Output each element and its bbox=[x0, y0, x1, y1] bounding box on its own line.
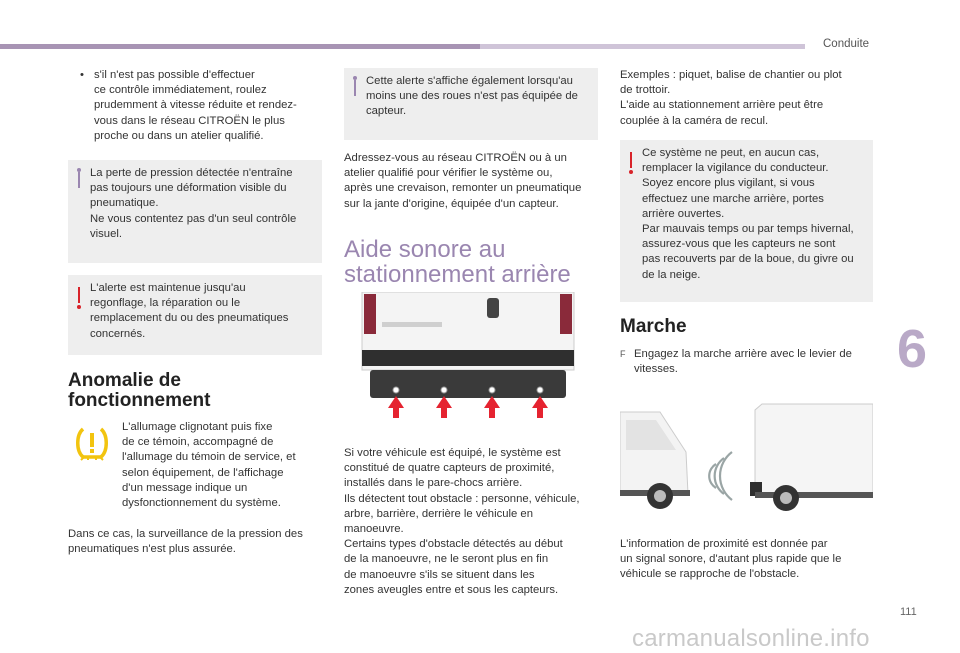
paragraph: Adressez-vous au réseau CITROËN ou à un … bbox=[344, 151, 604, 212]
page-number: 111 bbox=[900, 606, 917, 618]
text-line: concernés. bbox=[90, 327, 146, 340]
bullet-item: • s'il n'est pas possible d'effectuer ce… bbox=[80, 68, 330, 144]
text-line: manoeuvre. bbox=[344, 523, 404, 536]
text-line: pneumatique. bbox=[90, 197, 159, 210]
text-line: dysfonctionnement du système. bbox=[122, 497, 281, 510]
text-line: ce contrôle immédiatement, roulez bbox=[94, 84, 267, 97]
text-line: Ne vous contentez pas d'un seul contrôle bbox=[90, 212, 297, 225]
vans-proximity-illustration bbox=[620, 402, 873, 524]
bullet-mark: • bbox=[80, 69, 84, 81]
text-line: regonflage, la réparation ou le bbox=[90, 297, 241, 310]
text-line: Ils détectent tout obstacle : personne, … bbox=[344, 492, 580, 505]
warning-icon-dot bbox=[77, 305, 81, 309]
text-line: s'il n'est pas possible d'effectuer bbox=[94, 69, 255, 81]
text-line: capteur. bbox=[366, 105, 407, 118]
text-line: constitué de quatre capteurs de proximit… bbox=[344, 462, 555, 475]
text-line: proche ou dans un atelier qualifié. bbox=[94, 129, 264, 142]
warning-icon-dot bbox=[629, 170, 633, 174]
info-icon-dot bbox=[77, 168, 81, 172]
text-line: Exemples : piquet, balise de chantier ou… bbox=[620, 69, 842, 81]
step-item: F Engagez la marche arrière avec le levi… bbox=[620, 347, 880, 377]
warning-icon bbox=[630, 152, 632, 168]
info-box: La perte de pression détectée n'entraîne… bbox=[68, 160, 322, 263]
text-line: zones aveugles entre et sous les capteur… bbox=[344, 583, 559, 596]
text-line: selon équipement, de l'affichage bbox=[122, 466, 284, 479]
text-line: après une crevaison, remonter un pneumat… bbox=[344, 182, 582, 195]
text-line: de ce témoin, accompagné de bbox=[122, 436, 274, 449]
text-line: de manoeuvre s'ils se situent dans les bbox=[344, 568, 535, 581]
info-icon bbox=[354, 80, 356, 96]
text-line: L'aide au stationnement arrière peut êtr… bbox=[620, 99, 824, 112]
text-line: Engagez la marche arrière avec le levier… bbox=[634, 348, 852, 360]
text-line: de la neige. bbox=[642, 268, 701, 281]
heading-line: Anomalie de bbox=[68, 370, 181, 391]
heading-line: fonctionnement bbox=[68, 390, 211, 411]
text-line: pas recouverts par de la boue, du givre … bbox=[642, 253, 854, 266]
text-line: moins une des roues n'est pas équipée de bbox=[366, 90, 578, 103]
step-arrow-icon: F bbox=[620, 349, 626, 359]
closing-paragraph: L'information de proximité est donnée pa… bbox=[620, 537, 880, 583]
system-description: Si votre véhicule est équipé, le système… bbox=[344, 446, 604, 598]
header-accent-bar-light bbox=[480, 44, 805, 49]
text-line: Si votre véhicule est équipé, le système… bbox=[344, 447, 561, 459]
text-line: arbre, barrière, derrière le véhicule en bbox=[344, 507, 534, 520]
warning-box: Ce système ne peut, en aucun cas, rempla… bbox=[620, 140, 873, 302]
text-line: sur la jante d'origine, équipée d'un cap… bbox=[344, 197, 559, 210]
text-line: La perte de pression détectée n'entraîne bbox=[90, 167, 293, 179]
text-line: atelier qualifié pour vérifier le systèm… bbox=[344, 167, 553, 180]
text-line: L'alerte est maintenue jusqu'au bbox=[90, 282, 246, 294]
text-line: remplacement du ou des pneumatiques bbox=[90, 312, 289, 325]
chapter-number: 6 bbox=[897, 319, 928, 379]
text-line: un signal sonore, d'autant plus rapide q… bbox=[620, 553, 842, 566]
warning-box: L'alerte est maintenue jusqu'au regonfla… bbox=[68, 275, 322, 355]
text-line: Soyez encore plus vigilant, si vous bbox=[642, 177, 815, 190]
closing-paragraph: Dans ce cas, la surveillance de la press… bbox=[68, 527, 328, 557]
section-heading: Aide sonore au stationnement arrière bbox=[344, 237, 571, 287]
text-line: L'allumage clignotant puis fixe bbox=[122, 421, 273, 433]
text-line: l'allumage du témoin de service, et bbox=[122, 451, 296, 464]
text-line: L'information de proximité est donnée pa… bbox=[620, 538, 828, 550]
warning-icon bbox=[78, 287, 80, 303]
text-line: véhicule se rapproche de l'obstacle. bbox=[620, 568, 800, 581]
text-line: Par mauvais temps ou par temps hivernal, bbox=[642, 223, 854, 236]
text-line: remplacer la vigilance du conducteur. bbox=[642, 162, 829, 175]
section-heading: Marche bbox=[620, 316, 687, 337]
text-line: assurez-vous que les capteurs ne sont bbox=[642, 238, 836, 251]
watermark: carmanualsonline.info bbox=[632, 625, 870, 652]
examples-paragraph: Exemples : piquet, balise de chantier ou… bbox=[620, 68, 880, 129]
header-accent-bar bbox=[0, 44, 480, 49]
text-line: arrière ouvertes. bbox=[642, 207, 725, 220]
text-line: vitesses. bbox=[634, 363, 678, 376]
text-line: d'un message indique un bbox=[122, 481, 248, 494]
text-line: effectuez une marche arrière, portes bbox=[642, 192, 824, 205]
text-line: pneumatiques n'est plus assurée. bbox=[68, 543, 236, 556]
van-rear-sensors-illustration bbox=[342, 292, 594, 420]
text-line: visuel. bbox=[90, 227, 123, 240]
tyre-pressure-warning-icon bbox=[76, 427, 108, 461]
text-line: de la manoeuvre, ne le seront plus en fi… bbox=[344, 553, 549, 566]
info-icon-dot bbox=[353, 76, 357, 80]
text-line: prudemment à vitesse réduite et rendez- bbox=[94, 99, 297, 112]
text-line: Certains types d'obstacle détectés au dé… bbox=[344, 538, 563, 551]
text-line: Cette alerte s'affiche également lorsqu'… bbox=[366, 75, 573, 87]
text-line: Adressez-vous au réseau CITROËN ou à un bbox=[344, 152, 567, 164]
text-line: couplée à la caméra de recul. bbox=[620, 114, 769, 127]
text-line: pas toujours une déformation visible du bbox=[90, 182, 287, 195]
text-line: Ce système ne peut, en aucun cas, bbox=[642, 147, 820, 159]
heading-line: stationnement arrière bbox=[344, 261, 571, 288]
section-heading: Anomalie de fonctionnement bbox=[68, 371, 211, 411]
heading-line: Aide sonore au bbox=[344, 236, 506, 263]
info-icon bbox=[78, 172, 80, 188]
warning-light-description: L'allumage clignotant puis fixe de ce té… bbox=[122, 420, 322, 511]
text-line: installés dans le pare-chocs arrière. bbox=[344, 477, 523, 490]
text-line: de trottoir. bbox=[620, 84, 671, 97]
text-line: Dans ce cas, la surveillance de la press… bbox=[68, 528, 303, 540]
info-box: Cette alerte s'affiche également lorsqu'… bbox=[344, 68, 598, 140]
text-line: vous dans le réseau CITROËN le plus bbox=[94, 114, 285, 127]
section-title: Conduite bbox=[823, 38, 870, 50]
